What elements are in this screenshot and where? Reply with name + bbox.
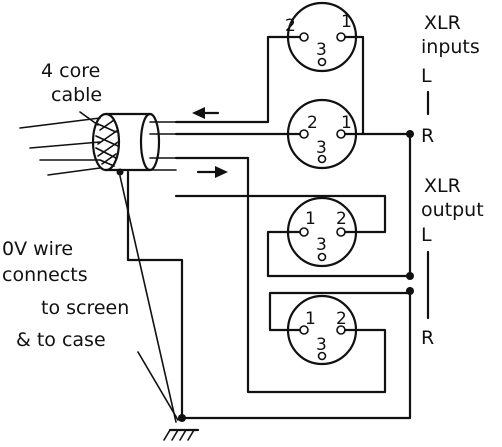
output-r-label: R — [421, 327, 434, 349]
signal-arrow-in — [192, 107, 220, 119]
ov-label-line1: 0V wire — [2, 238, 73, 260]
wiring — [116, 35, 414, 422]
input-r-label: R — [421, 125, 434, 147]
xlr-inputs-label-line1: XLR — [424, 12, 461, 34]
input-l-label: L — [421, 65, 432, 87]
pin-label: 1 — [341, 12, 352, 32]
xlr-inputs-label-line2: inputs — [421, 36, 480, 58]
pin-label: 3 — [316, 235, 327, 255]
ov-label-line4: & to case — [16, 329, 106, 351]
signal-arrow-out — [196, 166, 228, 178]
pin-label: 3 — [316, 40, 327, 60]
output-l-label: L — [421, 224, 432, 246]
pin-label: 2 — [285, 16, 296, 36]
pin-label: 1 — [305, 209, 316, 229]
ground-symbol — [163, 428, 200, 441]
xlr-output-label-line2: output — [421, 199, 484, 221]
cable-label-line1: 4 core — [41, 60, 100, 82]
pin-label: 2 — [307, 113, 318, 133]
four-core-cable — [19, 112, 177, 176]
xlr-output-label-line1: XLR — [424, 175, 461, 197]
ov-leader-line-2 — [119, 175, 177, 423]
pin-label: 1 — [341, 113, 352, 133]
ov-label-line2: connects — [2, 264, 88, 286]
pin-label: 3 — [316, 138, 327, 158]
ov-label-line3: to screen — [41, 297, 129, 319]
pin-label: 2 — [336, 209, 347, 229]
pin-label: 2 — [336, 309, 347, 329]
cable-label-line2: cable — [51, 84, 102, 106]
pin-label: 3 — [316, 335, 327, 355]
ov-leader-line — [137, 351, 179, 421]
cable-leader-line — [79, 111, 99, 126]
pin-label: 1 — [305, 309, 316, 329]
